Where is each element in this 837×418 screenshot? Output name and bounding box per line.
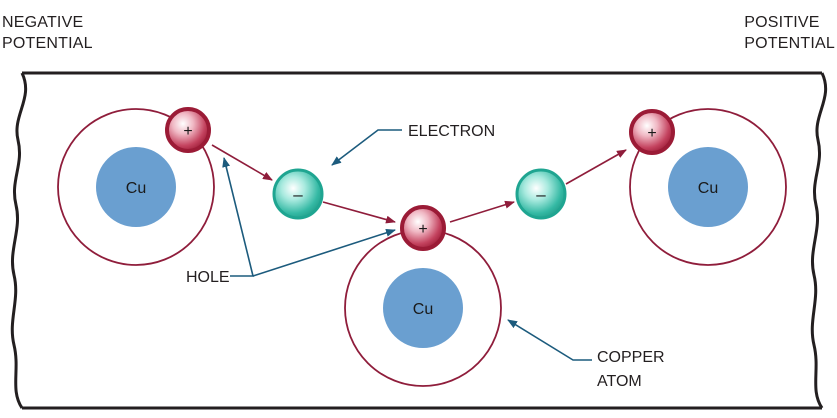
positive-potential-label: POSITIVE POTENTIAL bbox=[744, 12, 835, 54]
negative-label-line-2: POTENTIAL bbox=[2, 35, 93, 52]
electron-leader bbox=[331, 129, 402, 166]
electron-left bbox=[272, 168, 324, 220]
negative-potential-label: NEGATIVE POTENTIAL bbox=[2, 12, 93, 54]
copper-nucleus-center bbox=[383, 268, 463, 348]
hole-right bbox=[629, 109, 675, 155]
hole-sign-center: + bbox=[418, 221, 427, 238]
copper-callout-line-1: COPPER bbox=[597, 349, 665, 366]
hole-left bbox=[165, 107, 211, 153]
positive-label-line-2: POTENTIAL bbox=[744, 35, 835, 52]
positive-label-line-1: POSITIVE bbox=[744, 14, 820, 31]
hole-center bbox=[400, 205, 446, 251]
hole-leader-left bbox=[222, 157, 255, 277]
flow-arrow-1 bbox=[211, 144, 273, 181]
hole-sign-right: + bbox=[647, 125, 656, 142]
nucleus-label-right: Cu bbox=[698, 180, 718, 197]
flow-arrow-3 bbox=[449, 200, 515, 223]
flow-arrow-4 bbox=[565, 149, 627, 185]
nucleus-label-left: Cu bbox=[126, 180, 146, 197]
electron-callout: ELECTRON bbox=[408, 123, 495, 140]
hole-callout: HOLE bbox=[186, 269, 230, 286]
atom-orbit-right bbox=[629, 108, 787, 266]
nucleus-label-center: Cu bbox=[413, 301, 433, 318]
electron-right bbox=[515, 168, 567, 220]
conductor-right-wavy-edge bbox=[810, 72, 828, 409]
electron-sign-left: – bbox=[293, 185, 303, 204]
copper-atom-leader bbox=[507, 319, 592, 361]
negative-label-line-1: NEGATIVE bbox=[2, 14, 84, 31]
electron-sign-right: – bbox=[536, 185, 546, 204]
hole-leader-center bbox=[252, 228, 396, 277]
copper-nucleus-left bbox=[96, 147, 176, 227]
hole-sign-left: + bbox=[183, 123, 192, 140]
copper-callout-line-2: ATOM bbox=[597, 373, 642, 390]
flow-arrow-2 bbox=[322, 201, 396, 224]
conductor-left-wavy-edge bbox=[10, 72, 28, 409]
atom-orbit-left bbox=[57, 108, 215, 266]
copper-nucleus-right bbox=[668, 147, 748, 227]
conductor-outline bbox=[10, 71, 828, 410]
